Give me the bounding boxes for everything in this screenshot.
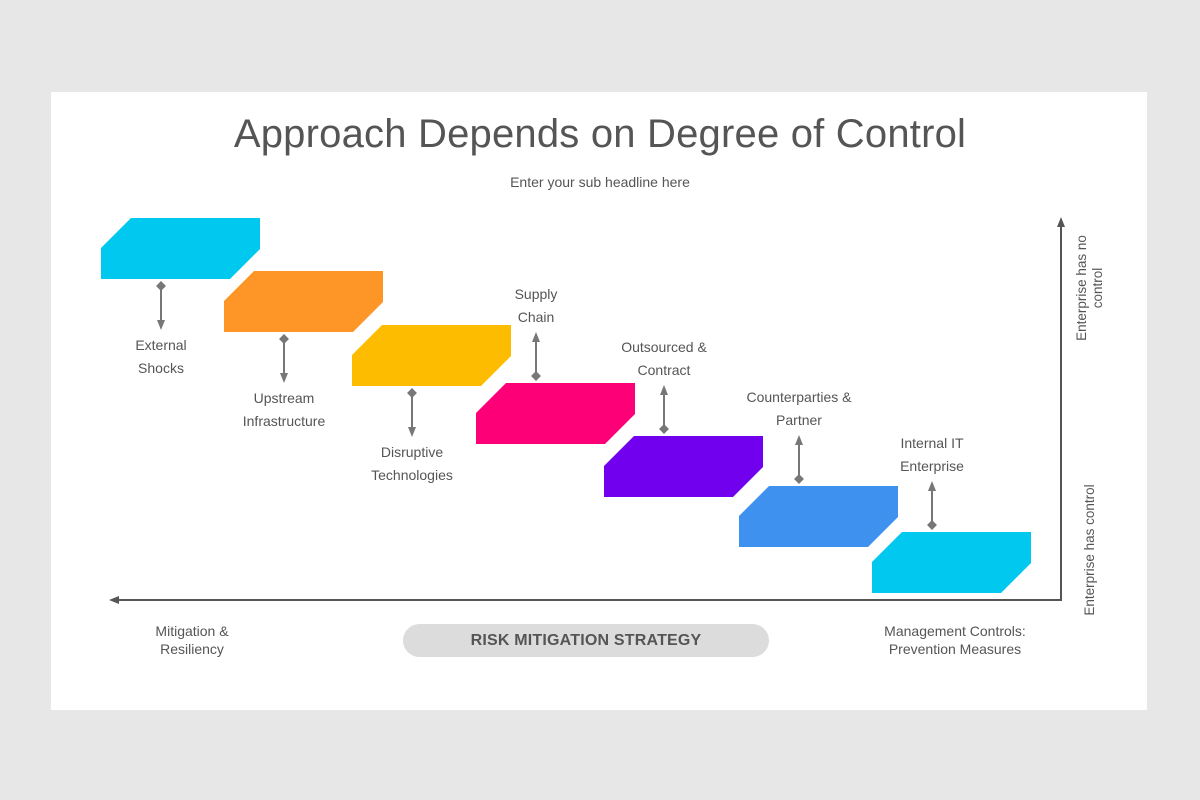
step-shape-6 bbox=[739, 486, 898, 547]
step-label-line1: External bbox=[135, 337, 187, 353]
connector-diamond-icon bbox=[927, 520, 937, 530]
y-axis-top-label: Enterprise has no control bbox=[1074, 235, 1105, 341]
step-label-6: Counterparties & Partner bbox=[719, 386, 879, 432]
x-axis-left-label-line1: Mitigation & bbox=[155, 623, 229, 639]
step-label-line1: Disruptive bbox=[380, 444, 444, 460]
page-subtitle: Enter your sub headline here bbox=[510, 174, 690, 190]
step-label-line1: Internal IT bbox=[900, 435, 964, 451]
step-label-line2: Chain bbox=[517, 309, 555, 325]
step-label-line2: Enterprise bbox=[900, 458, 964, 474]
step-label-line2: Technologies bbox=[371, 467, 453, 483]
step-label-line1: Counterparties & bbox=[746, 389, 852, 405]
step-label-line2: Shocks bbox=[138, 360, 184, 376]
x-axis-left-label: Mitigation & Resiliency bbox=[130, 622, 254, 658]
step-shape-3 bbox=[352, 325, 511, 386]
step-shape-4 bbox=[476, 383, 635, 444]
x-axis-left-label-line2: Resiliency bbox=[160, 641, 224, 657]
y-axis-bottom-label: Enterprise has control bbox=[1082, 484, 1097, 616]
step-label-line1: Upstream bbox=[253, 390, 315, 406]
x-axis-right-label: Management Controls: Prevention Measures bbox=[860, 622, 1050, 658]
step-label-line1: Outsourced & bbox=[621, 339, 707, 355]
x-axis-right-label-line1: Management Controls: bbox=[884, 623, 1026, 639]
connector-diamond-icon bbox=[659, 424, 669, 434]
step-shape-5 bbox=[604, 436, 763, 497]
connector-diamond-icon bbox=[794, 474, 804, 484]
x-axis-right-label-line2: Prevention Measures bbox=[888, 641, 1022, 657]
step-shape-1 bbox=[101, 218, 260, 279]
connector-diamond-icon bbox=[156, 281, 166, 291]
connector-diamond-icon bbox=[531, 371, 541, 381]
risk-mitigation-strategy-pill: RISK MITIGATION STRATEGY bbox=[403, 624, 769, 657]
connector-diamond-icon bbox=[279, 334, 289, 344]
step-label-line2: Contract bbox=[637, 362, 691, 378]
step-label-5: Outsourced & Contract bbox=[584, 336, 744, 382]
step-shape-7 bbox=[872, 532, 1031, 593]
connector-diamond-icon bbox=[407, 388, 417, 398]
step-shape-2 bbox=[224, 271, 383, 332]
step-label-line2: Partner bbox=[776, 412, 822, 428]
step-label-7: Internal IT Enterprise bbox=[852, 432, 1012, 478]
page-title: Approach Depends on Degree of Control bbox=[233, 112, 967, 156]
step-label-line1: Supply bbox=[514, 286, 558, 302]
step-label-line2: Infrastructure bbox=[242, 413, 326, 429]
